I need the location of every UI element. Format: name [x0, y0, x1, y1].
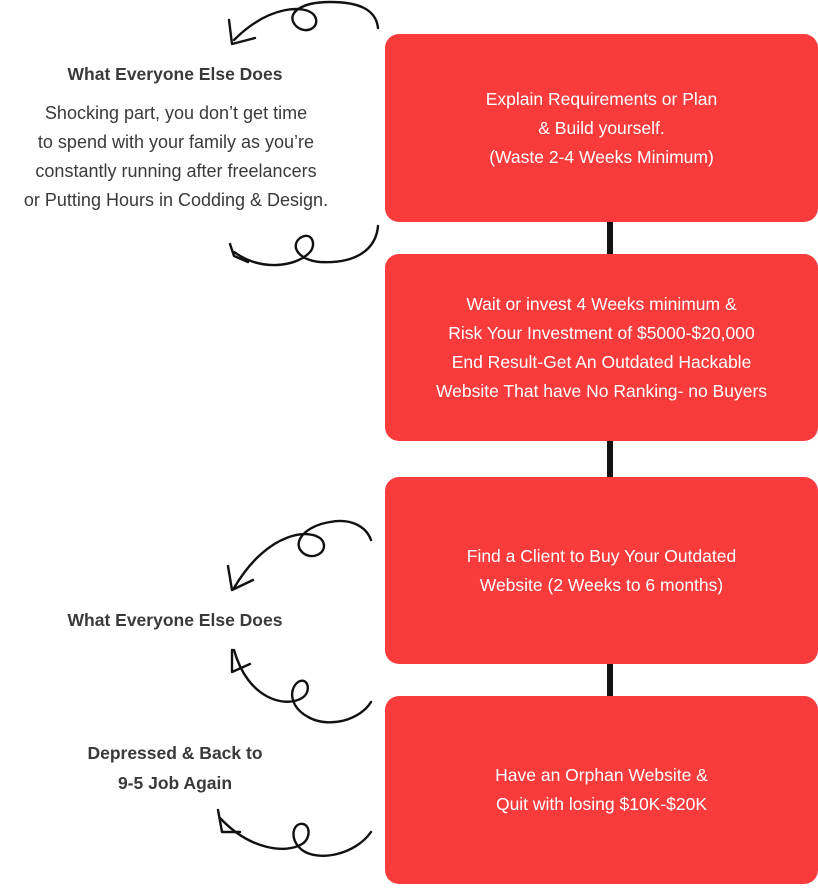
side-note-2-heading: What Everyone Else Does	[67, 610, 283, 630]
connector-1-2	[607, 222, 613, 254]
step-box-1: Explain Requirements or Plan & Build you…	[385, 34, 818, 222]
step-4-line-1: Have an Orphan Website &	[495, 765, 708, 785]
step-4-line-2: Quit with losing $10K-$20K	[495, 794, 708, 814]
step-box-2: Wait or invest 4 Weeks minimum & Risk Yo…	[385, 254, 818, 441]
side-note-3-heading: Depressed & Back to 9-5 Job Again	[0, 738, 350, 798]
side-note-1-line-3: constantly running after freelancers	[35, 161, 317, 181]
step-2-line-1: Wait or invest 4 Weeks minimum &	[466, 293, 737, 314]
step-1-line-3: (Waste 2-4 Weeks Minimum)	[489, 146, 714, 167]
side-note-3-line-2: 9-5 Job Again	[117, 773, 233, 793]
step-box-4: Have an Orphan Website & Quit with losin…	[385, 696, 818, 884]
step-3-line-1: Find a Client to Buy Your Outdated	[466, 545, 737, 566]
side-note-1-line-4: or Putting Hours in Codding & Design.	[23, 190, 329, 210]
side-note-1-line-1: Shocking part, you don’t get time	[44, 103, 308, 123]
side-note-1-heading: What Everyone Else Does	[67, 64, 283, 84]
connector-2-3	[607, 441, 613, 477]
connector-3-4	[607, 664, 613, 696]
step-2-line-2: Risk Your Investment of $5000-$20,000	[448, 322, 755, 343]
side-note-3-line-1: Depressed & Back to	[87, 743, 263, 763]
side-note-1-line-2: to spend with your family as you’re	[37, 132, 315, 152]
step-3-line-2: Website (2 Weeks to 6 months)	[479, 574, 724, 595]
step-box-3: Find a Client to Buy Your Outdated Websi…	[385, 477, 818, 664]
step-1-line-2: & Build yourself.	[538, 117, 665, 138]
side-note-1-body: Shocking part, you don’t get time to spe…	[0, 99, 352, 215]
step-1-line-1: Explain Requirements or Plan	[485, 88, 718, 109]
step-2-line-4: Website That have No Ranking- no Buyers	[435, 380, 768, 401]
step-2-line-3: End Result-Get An Outdated Hackable	[451, 351, 752, 372]
